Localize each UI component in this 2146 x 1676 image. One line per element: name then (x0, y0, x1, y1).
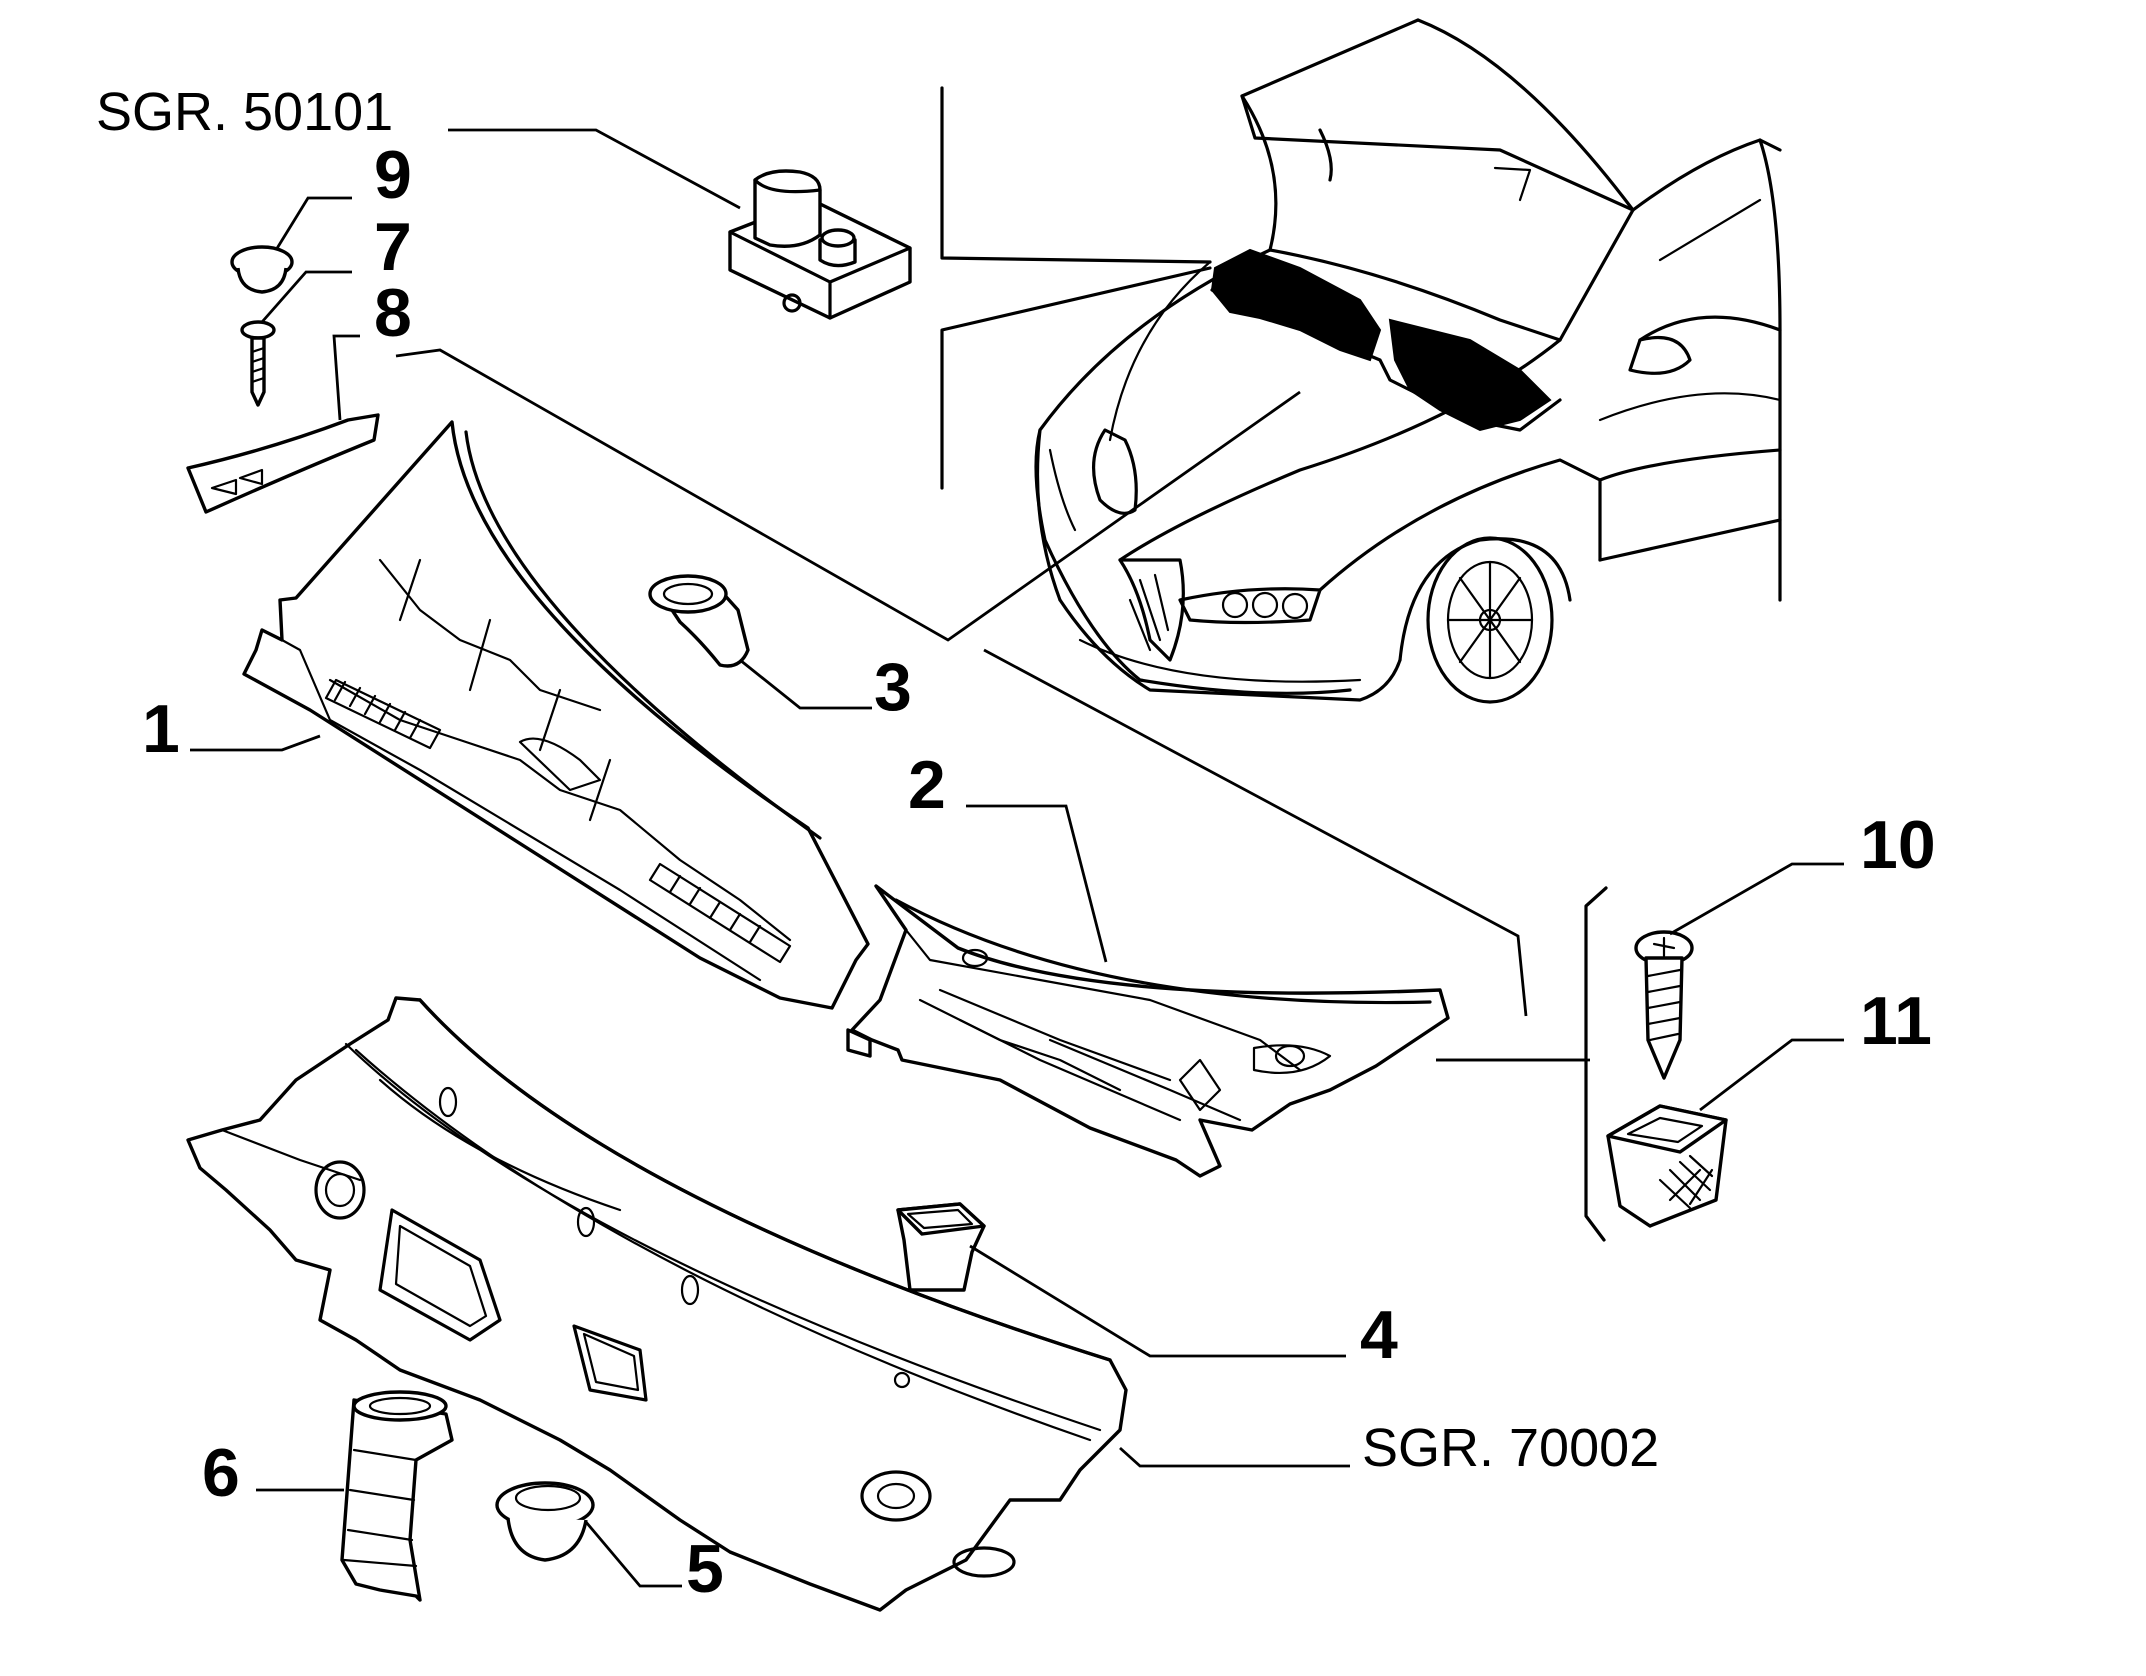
part-8-trim (186, 334, 380, 514)
part-6-tall-duct (256, 1390, 454, 1602)
part-11-clip-nut (1606, 1038, 1844, 1228)
part-2-cowl-panel-right (846, 804, 1590, 1178)
callout-10: 10 (1860, 807, 1936, 883)
callout-8: 8 (374, 275, 412, 351)
part-10-screw (1634, 862, 1844, 1080)
part-1-cowl-panel-left (190, 420, 870, 1010)
callout-sgr-50101: SGR. 50101 (96, 82, 393, 142)
callout-2: 2 (908, 747, 946, 823)
sgr-50101-module (448, 128, 912, 320)
callout-11: 11 (1860, 983, 1932, 1059)
callout-3: 3 (874, 649, 912, 725)
part-5-grommet (495, 1481, 682, 1588)
part-9-cap (230, 196, 352, 294)
part-4-duct (896, 1202, 1346, 1358)
callout-7: 7 (374, 209, 412, 285)
leader-car-right (983, 648, 1528, 1017)
callout-6: 6 (202, 1435, 240, 1511)
car-illustration (940, 18, 1782, 704)
callout-sgr-70002: SGR. 70002 (1362, 1418, 1659, 1478)
callout-4: 4 (1360, 1297, 1398, 1373)
callout-9: 9 (374, 137, 412, 213)
callout-5: 5 (686, 1531, 724, 1607)
leader-car-left (395, 348, 1301, 642)
right-hardware-group (1436, 886, 1608, 1242)
part-3-duct (648, 574, 872, 710)
sgr-70002-bulkhead-panel (186, 996, 1350, 1612)
callout-1: 1 (142, 691, 180, 767)
part-7-screw (240, 270, 352, 407)
